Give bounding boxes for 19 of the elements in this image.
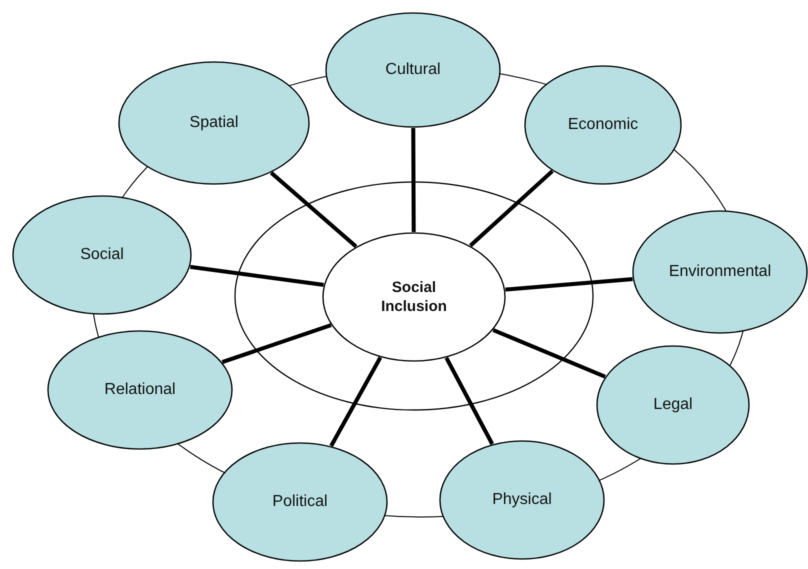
dimension-label: Economic [568, 114, 638, 135]
connector-line [329, 356, 382, 447]
connector-line [411, 128, 416, 232]
connector-line [469, 170, 554, 248]
connector-line [270, 171, 358, 248]
dimension-label: Relational [104, 380, 176, 400]
connector-line [505, 277, 633, 292]
connector-line [492, 328, 606, 379]
dimension-label: Political [272, 492, 328, 512]
dimension-label: Social [80, 244, 124, 265]
dimension-label: Physical [492, 490, 552, 510]
dimension-label: Environmental [668, 262, 772, 282]
dimension-label: Cultural [385, 60, 441, 80]
dimension-label: Spatial [190, 112, 238, 133]
dimension-label: Legal [653, 394, 693, 415]
connector-line [190, 264, 324, 287]
center-label: Social Inclusion [380, 278, 448, 316]
connector-line [222, 323, 332, 364]
connector-line [444, 356, 494, 445]
